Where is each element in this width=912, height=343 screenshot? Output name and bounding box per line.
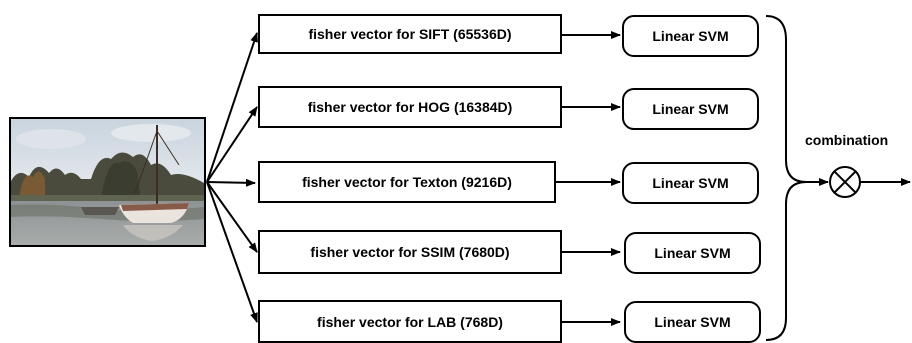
combination-label: combination [805, 132, 889, 148]
arrow-image-to-sift [206, 32, 258, 183]
arrow-image-to-ssim [206, 181, 258, 253]
svm-box-sift: Linear SVM [622, 15, 759, 57]
feature-label: fisher vector for Texton (9216D) [302, 174, 512, 190]
svm-box-ssim: Linear SVM [624, 232, 761, 274]
feature-label: fisher vector for SIFT (65536D) [308, 26, 512, 42]
svm-box-hog: Linear SVM [622, 88, 759, 130]
feature-label: fisher vector for HOG (16384D) [307, 99, 513, 115]
feature-box-lab: fisher vector for LAB (768D) [258, 300, 562, 343]
feature-box-sift: fisher vector for SIFT (65536D) [258, 14, 562, 54]
svm-box-lab: Linear SVM [624, 301, 761, 343]
svm-label: Linear SVM [654, 314, 731, 330]
svm-label: Linear SVM [654, 245, 731, 261]
feature-label: fisher vector for LAB (768D) [317, 313, 503, 330]
feature-box-ssim: fisher vector for SSIM (7680D) [258, 230, 562, 274]
arrow-image-to-lab [206, 181, 258, 323]
svm-label: Linear SVM [652, 28, 729, 44]
feature-label: fisher vector for SSIM (7680D) [310, 244, 510, 260]
svm-label: Linear SVM [652, 101, 729, 117]
svm-label: Linear SVM [652, 175, 729, 191]
feature-box-hog: fisher vector for HOG (16384D) [258, 86, 562, 128]
arrow-image-to-hog [206, 106, 258, 183]
feature-box-texton: fisher vector for Texton (9216D) [258, 161, 556, 203]
circle-cross-operator-icon [829, 166, 861, 198]
input-image [9, 117, 206, 247]
arrow-image-to-texton [206, 178, 256, 187]
photo-riverside-boat-icon [11, 119, 204, 245]
curly-brace [765, 15, 807, 341]
svm-box-texton: Linear SVM [622, 162, 759, 204]
